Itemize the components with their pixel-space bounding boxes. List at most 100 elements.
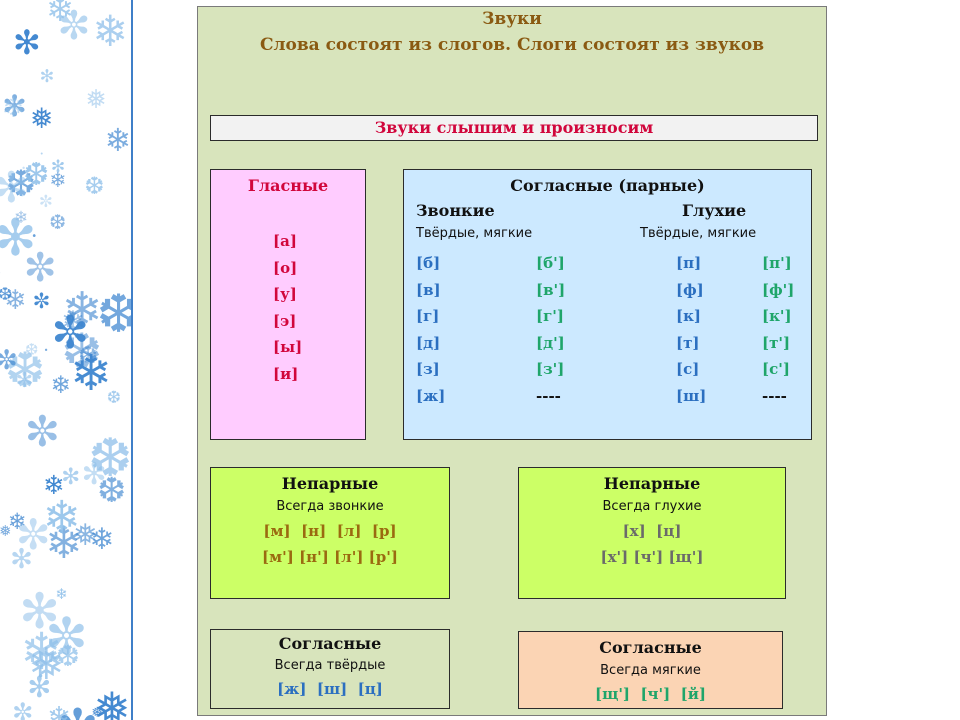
paired-title: Согласные (парные) (510, 176, 705, 195)
snowflake-icon: ❅ (91, 705, 104, 720)
snowflake-icon: ✼ (0, 344, 18, 376)
snowflake-icon: ❄ (45, 517, 83, 569)
snowflake-icon: ❄ (42, 490, 81, 544)
paired-sound: [б] (416, 254, 441, 272)
snowflake-icon: ✻ (61, 463, 81, 490)
snowflake-icon: • (0, 269, 2, 279)
banner-text: Звуки слышим и произносим (374, 118, 654, 137)
snowflake-icon: ❆ (5, 161, 37, 205)
paired-sound: [ш] (676, 386, 707, 405)
snowflake-icon: ✼ (32, 288, 51, 314)
always-soft-box: Согласные Всегда мягкие [щ'] [ч'] [й] (518, 631, 783, 709)
unpaired-voiced-title: Непарные (281, 474, 379, 493)
paired-sound: [д'] (536, 333, 565, 352)
strip-divider (131, 0, 133, 720)
snowflake-icon: ❄ (92, 6, 129, 57)
unpaired-voiceless-soft: [х'] [ч'] [щ'] (600, 548, 704, 566)
always-soft-title: Согласные (599, 638, 702, 657)
snowflake-icon: ❄ (4, 285, 27, 317)
always-soft-sub: Всегда мягкие (600, 663, 701, 678)
snowflake-decoration: ❆❄✻✻❄✼✻❄✻❆•❆❅✼❅❄❆•✻❄❆❅✻❄✼❄❆❄❆✼❆✼❄✼•❅✼❄❅•… (0, 0, 132, 720)
voiceless-sub: Твёрдые, мягкие (640, 226, 757, 241)
unpaired-voiced-soft: [м'] [н'] [л'] [р'] (262, 548, 398, 566)
paired-sound: ---- (536, 386, 561, 405)
always-hard-sounds: [ж] [ш] [ц] (277, 680, 383, 698)
snowflake-icon: ✼ (57, 3, 91, 50)
snowflake-icon: ❅ (85, 85, 107, 116)
voiceless-label: Глухие (682, 201, 747, 220)
snowflake-icon: ❄ (89, 522, 115, 557)
sounds-card: Звуки Слова состоят из слогов. Слоги сос… (197, 6, 827, 716)
paired-sound: [з] (416, 360, 440, 378)
always-soft-sounds: [щ'] [ч'] [й] (595, 685, 706, 703)
unpaired-voiceless-hard: [х] [ц] (622, 522, 682, 540)
vowel-item: [и] (273, 364, 299, 383)
snowflake-icon: ✻ (10, 544, 33, 576)
snowflake-icon: ❆ (97, 470, 127, 511)
snowflake-icon: ✼ (23, 244, 57, 291)
paired-sound: [с'] (762, 360, 790, 378)
snowflake-icon: ❅ (28, 639, 65, 690)
snowflake-icon: ❄ (55, 586, 68, 604)
voiced-sub: Твёрдые, мягкие (416, 226, 533, 241)
paired-sound: [т] (676, 333, 700, 352)
snowflake-icon: ❄ (13, 206, 28, 227)
snowflake-icon: • (37, 669, 44, 684)
snowflake-icon: • (43, 345, 49, 355)
paired-sound: [в] (416, 280, 441, 299)
snowflake-icon: ✻ (19, 582, 60, 640)
snowflake-icon: ✼ (51, 305, 90, 359)
paired-sound: [д] (416, 333, 441, 352)
snowflake-icon: ❆ (55, 639, 81, 674)
snowflake-icon: ✻ (81, 457, 107, 493)
unpaired-voiceless-title: Непарные (603, 474, 701, 493)
paired-sound: [с] (676, 360, 700, 378)
snowflake-icon: ✼ (38, 192, 53, 212)
snowflake-icon: ❅ (93, 683, 131, 720)
snowflake-icon: ✼ (12, 697, 34, 720)
paired-sound: [г] (416, 307, 440, 325)
paired-sound: [п] (676, 254, 702, 272)
vowel-item: [э] (273, 311, 297, 330)
paired-sound: [ф] (676, 280, 704, 299)
snowflake-icon: ❆ (96, 284, 132, 346)
voiced-label: Звонкие (416, 201, 495, 220)
snowflake-icon: ❆ (84, 171, 105, 200)
snowflake-icon: ❄ (70, 344, 112, 403)
snowflake-icon: ❆ (88, 427, 132, 490)
paired-sound: [ф'] (762, 280, 795, 299)
snowflake-icon: ❄ (61, 280, 103, 339)
snowflake-icon: ❆ (24, 339, 39, 359)
vowel-item: [а] (273, 232, 297, 250)
snowflake-icon: ❆ (106, 387, 122, 408)
snowflake-icon: ❄ (7, 509, 27, 536)
paired-sound: [п'] (762, 254, 792, 272)
snowflake-icon: ❆ (4, 343, 46, 400)
snowflake-icon: ✼ (0, 162, 30, 212)
snowflake-icon: ✻ (12, 23, 41, 63)
unpaired-voiced-sub: Всегда звонкие (276, 499, 384, 514)
snowflake-icon: ❆ (0, 284, 13, 305)
paired-sound: [к] (676, 307, 702, 325)
snowflake-icon: ✻ (50, 157, 66, 178)
vowels-title: Гласные (247, 176, 329, 195)
snowflake-icon: ✼ (56, 702, 98, 720)
snowflake-icon: ❄ (50, 370, 71, 400)
snowflake-icon: ❆ (61, 322, 103, 380)
snowflake-icon: ❄ (46, 0, 75, 29)
snowflake-icon: ✻ (2, 88, 27, 123)
snowflake-icon: ✼ (24, 407, 61, 457)
snowflake-icon: ❄ (61, 304, 85, 338)
snowflake-icon: • (39, 149, 44, 158)
snowflake-icon: ❅ (72, 517, 98, 553)
always-hard-sub: Всегда твёрдые (274, 658, 386, 673)
banner: Звуки слышим и произносим (210, 115, 818, 141)
snowflake-icon: ❄ (104, 123, 132, 160)
snowflake-icon: ❄ (47, 700, 72, 720)
snowflake-icon: ✼ (15, 510, 51, 560)
always-hard-box: Согласные Всегда твёрдые [ж] [ш] [ц] (210, 629, 450, 709)
unpaired-voiced-box: Непарные Всегда звонкие [м] [н] [л] [р] … (210, 467, 450, 599)
snowflake-icon: ✻ (0, 208, 37, 268)
vowel-item: [у] (273, 285, 297, 303)
paired-sound: ---- (762, 386, 787, 405)
